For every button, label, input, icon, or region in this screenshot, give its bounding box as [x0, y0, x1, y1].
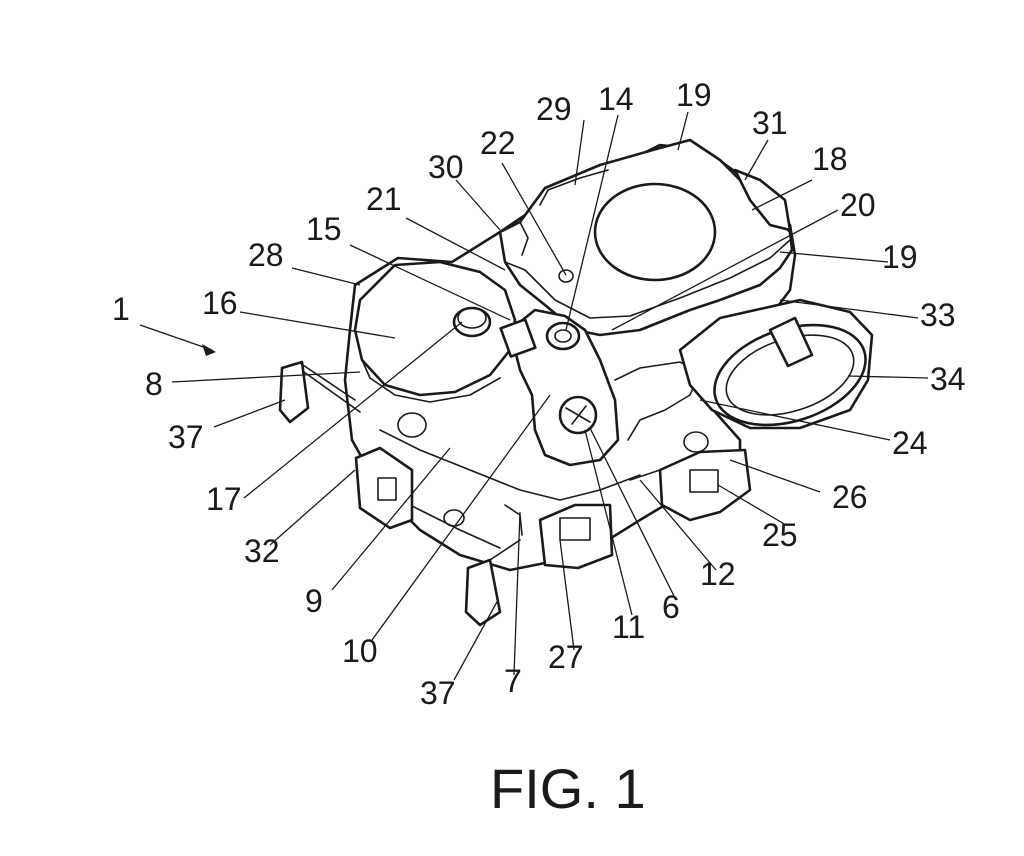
figure-caption: FIG. 1	[490, 757, 646, 820]
ref-label-24: 24	[892, 425, 928, 461]
reference-labels: 1 6 7 8 9 10 11 12 14 15 16 17 18 19 19 …	[112, 77, 966, 711]
device-housing	[278, 138, 874, 627]
ref-label-19-top: 19	[676, 77, 712, 113]
ref-label-29: 29	[536, 91, 572, 127]
ref-label-20: 20	[840, 187, 876, 223]
ref-label-21: 21	[366, 181, 402, 217]
ref-label-25: 25	[762, 517, 798, 553]
left-clip	[354, 446, 414, 530]
ref-label-19-right: 19	[882, 239, 918, 275]
ref-label-12: 12	[700, 556, 736, 592]
ref-label-33: 33	[920, 297, 956, 333]
gear-housing	[353, 260, 517, 397]
front-clip	[538, 503, 614, 570]
ref-label-6: 6	[662, 589, 680, 625]
circular-boss	[593, 182, 717, 282]
ref-label-8: 8	[145, 366, 163, 402]
ref-label-22: 22	[480, 125, 516, 161]
right-clip	[658, 448, 752, 522]
ref-label-9: 9	[305, 583, 323, 619]
foot-left	[278, 360, 310, 424]
connector	[678, 298, 874, 430]
ref-label-16: 16	[202, 285, 238, 321]
ref-label-32: 32	[244, 533, 280, 569]
ref-label-14: 14	[598, 81, 634, 117]
ref-label-37-left: 37	[168, 419, 204, 455]
ref-label-30: 30	[428, 149, 464, 185]
ref-label-28: 28	[248, 237, 284, 273]
foot-front	[464, 558, 502, 627]
ref-label-31: 31	[752, 105, 788, 141]
ref-label-27: 27	[548, 639, 584, 675]
ref-label-37-bottom: 37	[420, 675, 456, 711]
leader-lines	[139, 111, 929, 681]
ref-label-7: 7	[504, 663, 522, 699]
ref-label-1: 1	[112, 291, 130, 327]
ref-label-10: 10	[342, 633, 378, 669]
ref-label-18: 18	[812, 141, 848, 177]
ref-label-11: 11	[612, 609, 645, 645]
ref-label-17: 17	[206, 481, 242, 517]
ref-label-26: 26	[832, 479, 868, 515]
ref-label-15: 15	[306, 211, 342, 247]
ref-label-34: 34	[930, 361, 966, 397]
